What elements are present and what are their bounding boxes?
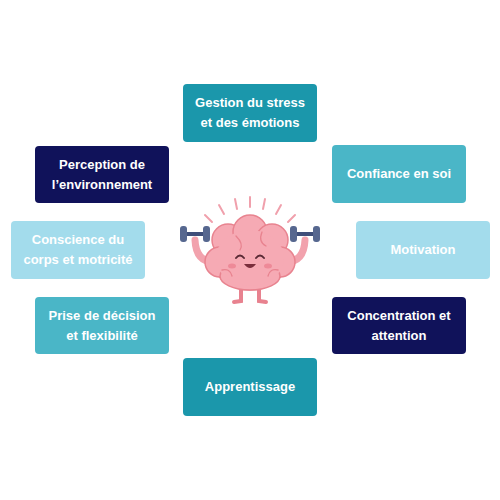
skill-box: Conscience du corps et motricité [11, 221, 145, 279]
skill-box: Apprentissage [183, 358, 317, 416]
skill-label: Motivation [391, 240, 456, 260]
skill-box: Perception de l’environnement [35, 146, 169, 203]
brain-body [205, 215, 295, 290]
skill-box: Confiance en soi [332, 145, 466, 203]
skill-label: Gestion du stress et des émotions [191, 93, 309, 133]
skill-label: Confiance en soi [347, 164, 451, 184]
skill-label: Conscience du corps et motricité [19, 230, 137, 270]
skill-label: Apprentissage [205, 377, 295, 397]
skill-label: Perception de l’environnement [43, 155, 161, 195]
brain-folds [222, 232, 278, 276]
skill-box: Gestion du stress et des émotions [183, 84, 317, 142]
skill-box: Motivation [356, 221, 490, 279]
brain-face [228, 256, 272, 269]
skill-box: Concentration et attention [332, 297, 466, 354]
skill-box: Prise de décision et flexibilité [35, 297, 169, 354]
skill-label: Prise de décision et flexibilité [43, 306, 161, 346]
skill-label: Concentration et attention [340, 306, 458, 346]
